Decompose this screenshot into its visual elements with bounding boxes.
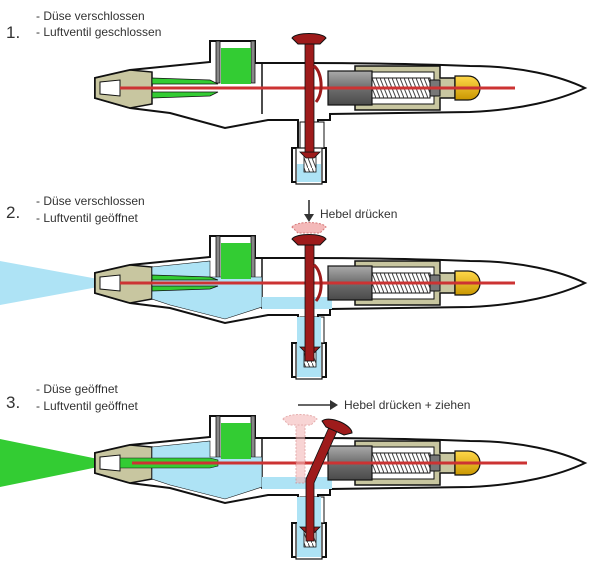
air-jet-2 xyxy=(0,261,98,305)
step-2: 2. - Düse verschlossen - Luftventil geöf… xyxy=(0,194,586,380)
step-1-line-2: - Luftventil geschlossen xyxy=(36,25,161,39)
step-1: 1. - Düse verschlossen - Luftventil gesc… xyxy=(6,9,586,185)
trigger-lever-3 xyxy=(305,418,353,542)
step-1-line-1: - Düse verschlossen xyxy=(36,9,145,23)
step-3-line-2: - Luftventil geöffnet xyxy=(36,399,139,413)
step-1-number: 1. xyxy=(6,23,20,42)
step-3-number: 3. xyxy=(6,393,20,412)
step-2-line-2: - Luftventil geöffnet xyxy=(36,211,139,225)
trigger-lever-2 xyxy=(291,234,327,362)
step-3-line-1: - Düse geöffnet xyxy=(36,382,118,396)
paint-cup-3 xyxy=(221,423,251,459)
airbrush-1 xyxy=(94,33,586,185)
airbrush-3 xyxy=(0,414,586,560)
airbrush-2 xyxy=(0,222,586,380)
step-3: 3. - Düse geöffnet - Luftventil geöffnet… xyxy=(0,382,586,560)
paint-spray-3 xyxy=(0,439,98,487)
step-2-line-1: - Düse verschlossen xyxy=(36,194,145,208)
trigger-lever-1 xyxy=(291,33,327,153)
step-2-number: 2. xyxy=(6,203,20,222)
step-3-action: Hebel drücken + ziehen xyxy=(344,398,470,412)
step-2-action: Hebel drücken xyxy=(320,207,397,221)
paint-cup-2 xyxy=(221,243,251,279)
paint-cup-1 xyxy=(221,48,251,84)
